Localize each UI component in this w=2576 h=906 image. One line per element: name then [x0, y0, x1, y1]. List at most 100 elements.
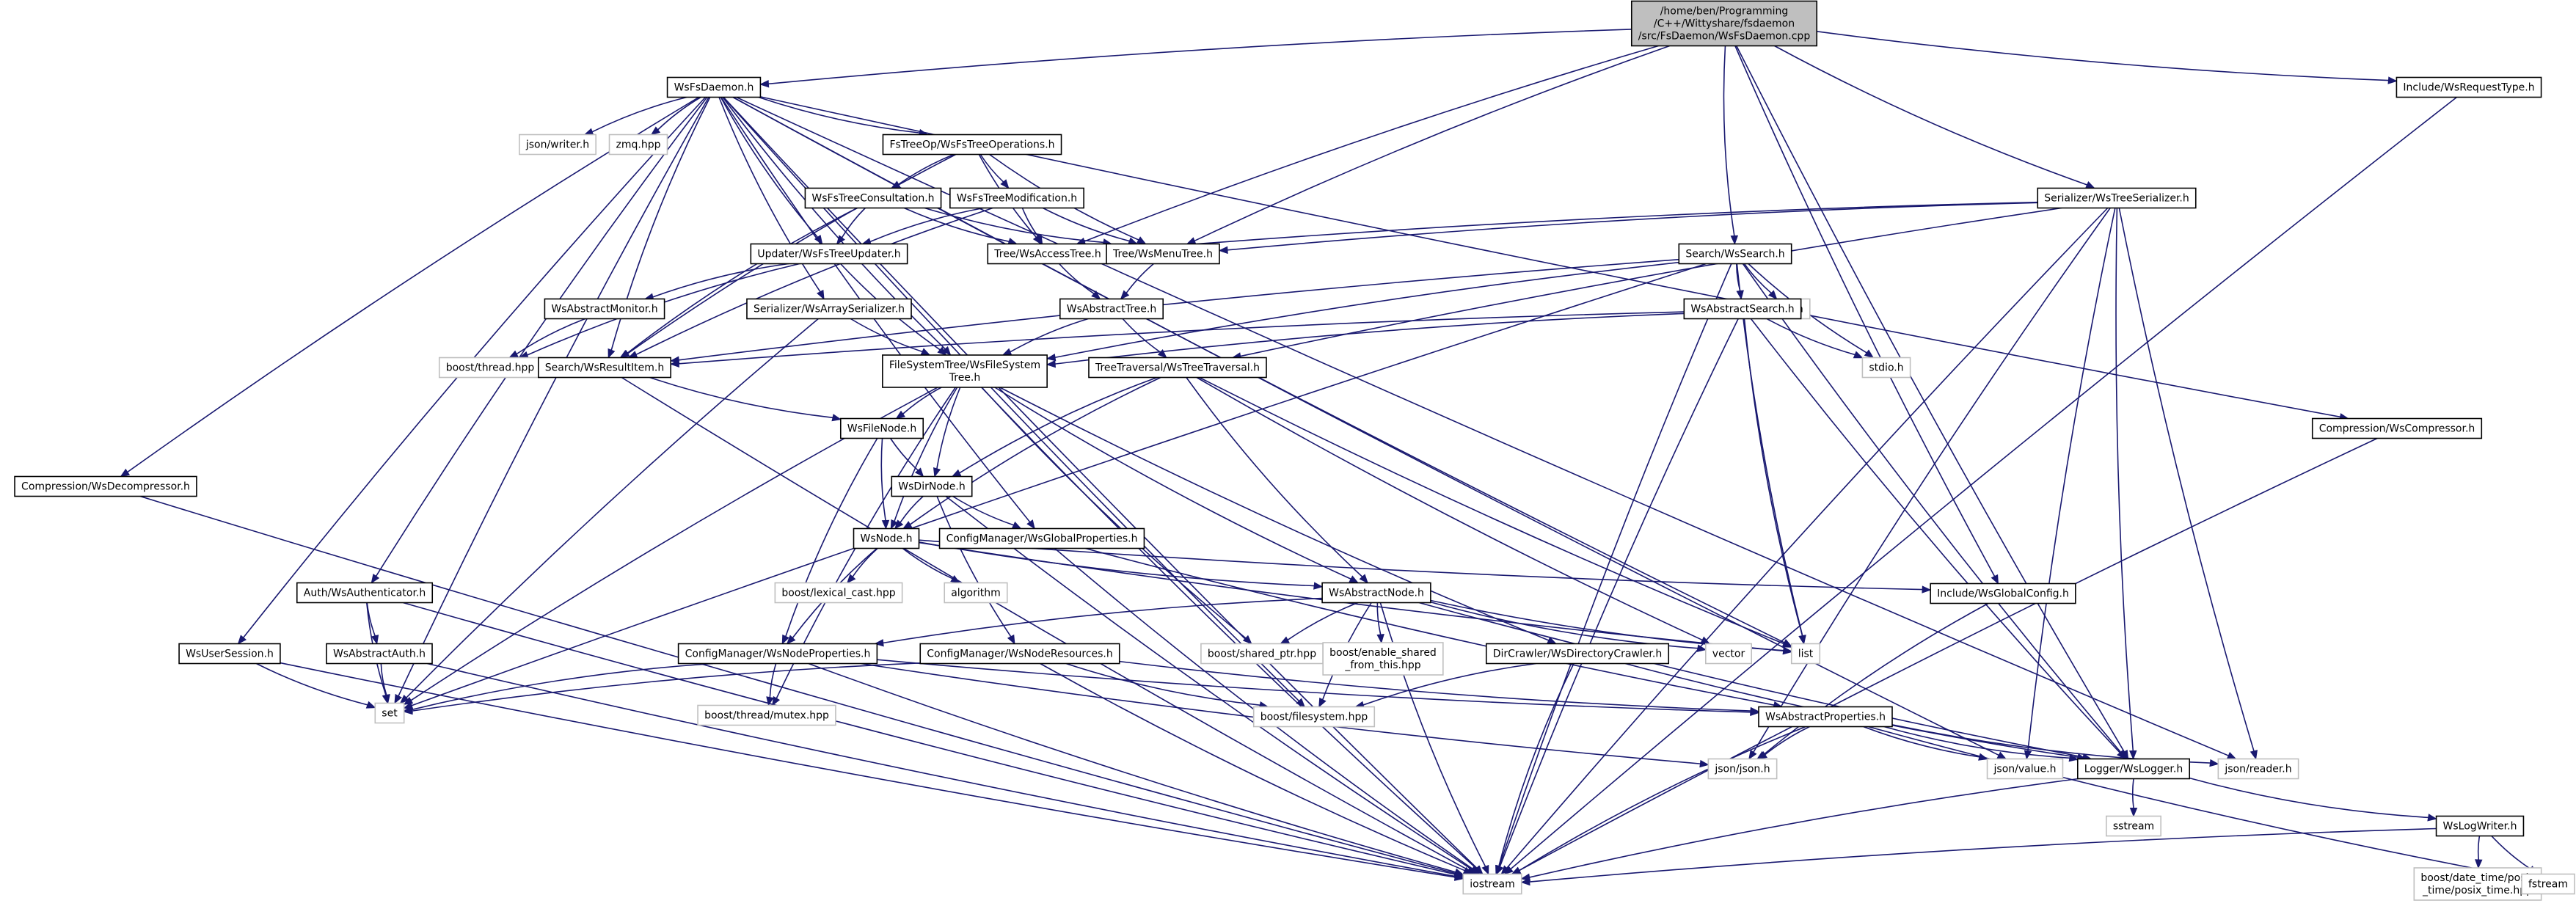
node-cfg-ws-node-properties[interactable]: ConfigManager/WsNodeProperties.h — [677, 643, 878, 665]
edge-arrowhead — [1481, 864, 1489, 875]
node-ser-ws-array-serializer[interactable]: Serializer/WsArraySerializer.h — [746, 298, 912, 320]
node-box — [1200, 643, 1324, 665]
edge-search-ws-result-item-to-ws-file-node — [649, 376, 833, 419]
node-label-line: zmq.hpp — [616, 139, 661, 151]
node-box — [1930, 582, 2076, 604]
node-sstream[interactable]: sstream — [2106, 815, 2161, 837]
edge-root-to-tree-ws-menu-tree — [1194, 45, 1670, 242]
node-logger-ws-logger[interactable]: Logger/WsLogger.h — [2076, 758, 2191, 780]
node-box — [697, 704, 836, 726]
edge-ws-fs-tree-modification-to-upd-ws-fs-tree-updater — [869, 207, 984, 243]
edge-arrowhead — [1757, 750, 1768, 760]
node-label-line: Logger/WsLogger.h — [2084, 764, 2183, 775]
node-zmq[interactable]: zmq.hpp — [608, 134, 668, 156]
node-box — [1321, 582, 1431, 604]
node-comp-ws-compressor[interactable]: Compression/WsCompressor.h — [2311, 417, 2483, 439]
node-jsonvalue[interactable]: json/value.h — [1986, 758, 2064, 780]
edge-ws-fs-daemon-to-zmq — [657, 96, 701, 131]
edge-arrowhead — [1730, 235, 1739, 245]
node-ws-dir-node[interactable]: WsDirNode.h — [891, 475, 973, 497]
node-label-line: vector — [1712, 649, 1745, 660]
node-tree-ws-access-tree[interactable]: Tree/WsAccessTree.h — [987, 243, 1109, 265]
node-algorithm[interactable]: algorithm — [944, 582, 1008, 604]
node-ws-log-writer[interactable]: WsLogWriter.h — [2435, 815, 2525, 837]
node-boostfs[interactable]: boost/filesystem.hpp — [1252, 706, 1376, 728]
node-fs-tree-ops[interactable]: FsTreeOp/WsFsTreeOperations.h — [882, 134, 1062, 156]
edge-arrowhead — [950, 575, 960, 584]
edge-ws-fs-daemon-to-ser-ws-array-serializer — [718, 97, 821, 293]
node-label-line: WsLogWriter.h — [2443, 821, 2517, 833]
edge-arrowhead — [759, 80, 770, 88]
edge-cfg-ws-node-properties-to-ws-abstract-properties — [877, 659, 1751, 713]
node-boostmutex[interactable]: boost/thread/mutex.hpp — [697, 704, 836, 726]
node-upd-ws-fs-tree-updater[interactable]: Updater/WsFsTreeUpdater.h — [750, 243, 908, 265]
edge-fs-tree-ws-file-system-tree-to-ws-file-node — [902, 387, 942, 414]
edge-arrowhead — [1318, 697, 1327, 708]
node-boostenable[interactable]: boost/enable_shared_from_this.hpp — [1322, 642, 1444, 676]
edge-ser-ws-tree-serializer-to-iostream — [1506, 207, 2109, 869]
edge-arrowhead — [1782, 646, 1793, 654]
node-boostlexical[interactable]: boost/lexical_cast.hpp — [774, 582, 903, 604]
node-ws-fs-tree-modification[interactable]: WsFsTreeModification.h — [949, 187, 1084, 209]
node-trav-ws-tree-traversal[interactable]: TreeTraversal/WsTreeTraversal.h — [1088, 357, 1267, 379]
node-jsonreader[interactable]: json/reader.h — [2217, 758, 2299, 780]
node-box — [2037, 187, 2197, 209]
node-boostshared[interactable]: boost/shared_ptr.hpp — [1200, 643, 1324, 665]
node-box — [804, 187, 942, 209]
node-vector[interactable]: vector — [1704, 643, 1753, 665]
edge-arrowhead — [365, 701, 376, 709]
node-inc-ws-request-type[interactable]: Include/WsRequestType.h — [2396, 76, 2542, 98]
node-search-ws-result-item[interactable]: Search/WsResultItem.h — [537, 357, 672, 379]
edge-arrowhead — [836, 235, 845, 245]
node-iostream[interactable]: iostream — [1462, 873, 1522, 895]
node-box — [882, 354, 1048, 388]
node-auth-ws-authenticator[interactable]: Auth/WsAuthenticator.h — [296, 582, 434, 604]
node-ws-abstract-properties[interactable]: WsAbstractProperties.h — [1758, 706, 1893, 728]
edge-ws-abstract-tree-to-fs-tree-ws-file-system-tree — [1010, 318, 1089, 353]
node-boostdatetime[interactable]: boost/date_time/posix_time/posix_time.hp… — [2413, 867, 2542, 901]
edge-arrowhead — [1011, 521, 1022, 530]
edge-ser-ws-tree-serializer-to-tree-ws-menu-tree — [1227, 202, 2038, 251]
node-ser-ws-tree-serializer[interactable]: Serializer/WsTreeSerializer.h — [2037, 187, 2197, 209]
node-cfg-ws-node-resources[interactable]: ConfigManager/WsNodeResources.h — [919, 643, 1120, 665]
node-label-line: Compression/WsCompressor.h — [2319, 423, 2475, 435]
edge-ws-dir-node-to-iostream — [945, 495, 1473, 870]
node-ws-node[interactable]: WsNode.h — [853, 527, 920, 549]
node-ws-fs-tree-consultation[interactable]: WsFsTreeConsultation.h — [804, 187, 942, 209]
edge-ws-abstract-properties-to-jsonjson — [1765, 726, 1810, 756]
node-ws-file-node[interactable]: WsFileNode.h — [839, 417, 924, 439]
node-ws-abstract-auth[interactable]: WsAbstractAuth.h — [326, 643, 433, 665]
edge-arrowhead — [1453, 868, 1464, 876]
edge-arrowhead — [583, 128, 594, 136]
node-search-ws-search[interactable]: Search/WsSearch.h — [1678, 243, 1792, 265]
edge-ws-fs-tree-consultation-to-tree-ws-access-tree — [903, 207, 1010, 242]
edge-root-to-inc-ws-request-type — [1817, 31, 2389, 81]
edge-cfg-ws-node-resources-to-ws-abstract-properties — [1119, 660, 1751, 712]
node-label-line: Search/WsSearch.h — [1685, 249, 1784, 260]
node-dir-ws-directory-crawler[interactable]: DirCrawler/WsDirectoryCrawler.h — [1485, 643, 1670, 665]
edge-ws-abstract-node-to-boostshared — [1287, 602, 1358, 640]
edge-logger-ws-logger-to-ws-log-writer — [2189, 777, 2429, 819]
edge-arrowhead — [1035, 234, 1043, 245]
node-cfg-ws-global-properties[interactable]: ConfigManager/WsGlobalProperties.h — [938, 527, 1145, 549]
edge-arrowhead — [902, 521, 913, 530]
node-root[interactable]: /home/ben/Programming/C++/Wittyshare/fsd… — [1630, 0, 1818, 47]
node-ws-abstract-tree[interactable]: WsAbstractTree.h — [1059, 298, 1164, 320]
node-ws-abstract-monitor[interactable]: WsAbstractMonitor.h — [544, 298, 665, 320]
node-comp-ws-decompressor[interactable]: Compression/WsDecompressor.h — [14, 475, 197, 497]
node-fstream[interactable]: fstream — [2521, 873, 2575, 895]
node-boostthread[interactable]: boost/thread.hpp — [438, 357, 542, 379]
node-ws-fs-daemon[interactable]: WsFsDaemon.h — [666, 76, 762, 98]
node-jsonjson[interactable]: json/json.h — [1707, 758, 1778, 780]
node-tree-ws-menu-tree[interactable]: Tree/WsMenuTree.h — [1106, 243, 1220, 265]
node-stdio[interactable]: stdio.h — [1861, 357, 1911, 379]
node-jsonwriter[interactable]: json/writer.h — [519, 134, 596, 156]
node-ws-abstract-node[interactable]: WsAbstractNode.h — [1321, 582, 1431, 604]
node-set[interactable]: set — [374, 702, 405, 724]
node-inc-ws-global-config[interactable]: Include/WsGlobalConfig.h — [1930, 582, 2076, 604]
node-list[interactable]: list — [1790, 643, 1821, 665]
node-ws-abstract-search[interactable]: WsAbstractSearch.h — [1683, 298, 1802, 320]
node-ws-user-session[interactable]: WsUserSession.h — [178, 643, 281, 665]
edge-arrowhead — [1991, 574, 1999, 585]
